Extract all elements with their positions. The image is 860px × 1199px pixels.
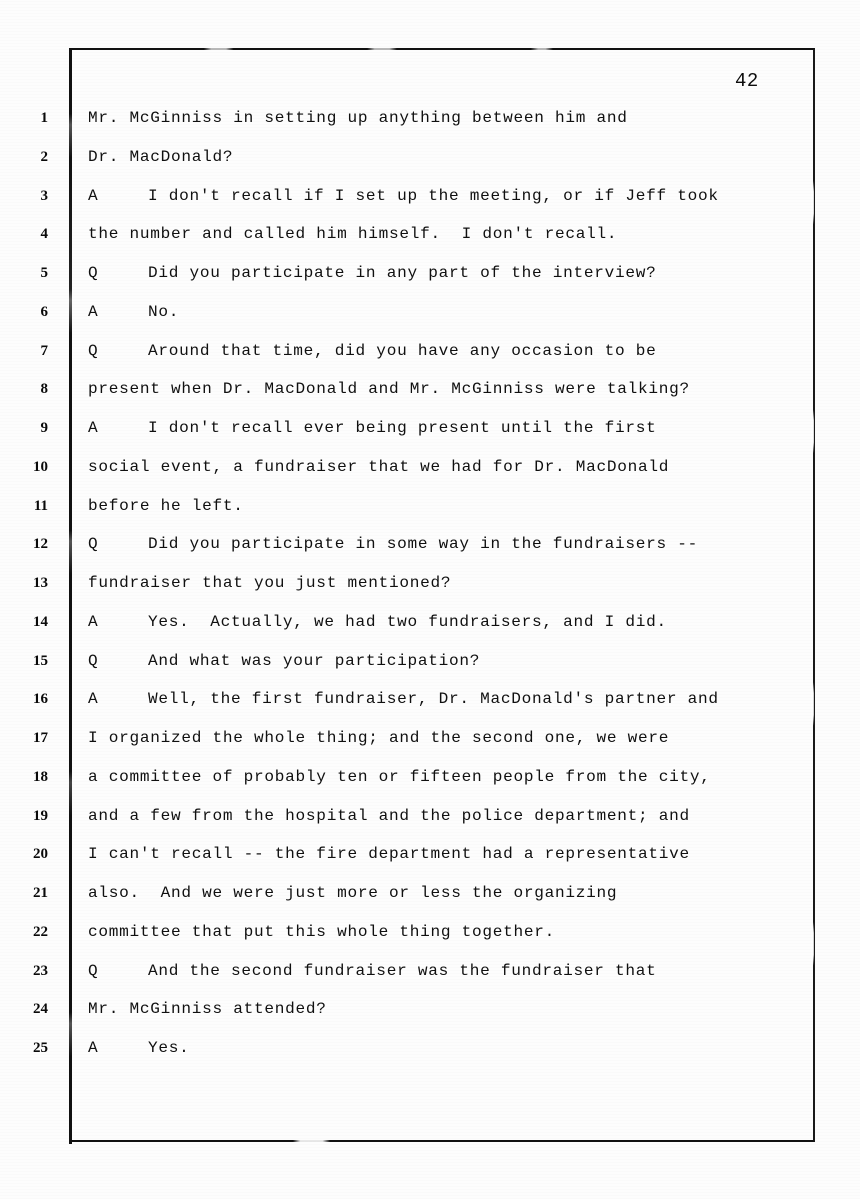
transcript-line: a committee of probably ten or fifteen p… (88, 769, 711, 785)
speaker-tag: A (88, 1039, 99, 1057)
transcript-line: Mr. McGinniss attended? (88, 1001, 327, 1017)
line-number: 4 (40, 226, 49, 243)
transcript-line: A Yes. (88, 1040, 190, 1056)
line-number: 12 (33, 536, 48, 553)
speaker-tag: A (88, 419, 99, 437)
transcript-line: also. And we were just more or less the … (88, 885, 617, 901)
transcript-line-text: and a few from the hospital and the poli… (88, 806, 690, 825)
line-number: 24 (33, 1001, 48, 1018)
transcript-line-text: present when Dr. MacDonald and Mr. McGin… (88, 380, 690, 399)
transcript-line-text: a committee of probably ten or fifteen p… (88, 767, 711, 786)
transcript-line-text: Well, the first fundraiser, Dr. MacDonal… (148, 690, 719, 709)
transcript-body: Mr. McGinniss in setting up anything bet… (88, 48, 818, 1142)
transcript-line-text: And what was your participation? (148, 651, 481, 670)
transcript-line-text: I don't recall if I set up the meeting, … (148, 186, 719, 205)
transcript-line: Dr. MacDonald? (88, 149, 233, 165)
line-number: 2 (40, 148, 49, 165)
transcript-line: fundraiser that you just mentioned? (88, 575, 451, 591)
transcript-line: A Yes. Actually, we had two fundraisers, … (88, 614, 667, 630)
transcript-line: I organized the whole thing; and the sec… (88, 730, 669, 746)
transcript-line-text: I don't recall ever being present until … (148, 419, 657, 437)
line-number: 5 (40, 265, 49, 281)
line-number: 22 (33, 923, 48, 940)
speaker-tag: A (88, 690, 99, 709)
transcript-line: present when Dr. MacDonald and Mr. McGin… (88, 381, 690, 397)
line-number: 9 (40, 420, 49, 436)
transcript-line-text: the number and called him himself. I don… (88, 225, 618, 244)
transcript-line: committee that put this whole thing toge… (88, 924, 555, 940)
transcript-line-text: Mr. McGinniss attended? (88, 1000, 327, 1019)
transcript-line-text: No. (148, 302, 180, 321)
line-number: 3 (40, 187, 49, 204)
line-number: 15 (33, 652, 48, 669)
speaker-tag: A (88, 302, 99, 321)
transcript-line-text: I organized the whole thing; and the sec… (88, 729, 670, 747)
speaker-tag: Q (88, 341, 99, 360)
transcript-line: Mr. McGinniss in setting up anything bet… (88, 110, 628, 126)
page-number: 42 (735, 70, 759, 92)
speaker-tag: Q (88, 535, 99, 554)
line-number: 10 (33, 458, 48, 475)
line-number: 25 (33, 1040, 48, 1056)
transcript-line: the number and called him himself. I don… (88, 226, 617, 242)
line-number: 8 (40, 381, 49, 398)
transcript-line-text: I can't recall -- the fire department ha… (88, 845, 690, 864)
transcript-line-text: Yes. (148, 1039, 190, 1057)
transcript-line-text: before he left. (88, 496, 244, 515)
line-number: 7 (40, 342, 49, 359)
line-number: 23 (33, 962, 48, 979)
transcript-line-text: social event, a fundraiser that we had f… (88, 457, 670, 476)
transcript-line: I can't recall -- the fire department ha… (88, 846, 690, 862)
transcript-line: and a few from the hospital and the poli… (88, 806, 690, 825)
transcript-line-text: Mr. McGinniss in setting up anything bet… (88, 109, 628, 127)
line-number: 11 (33, 497, 48, 514)
speaker-tag: A (88, 186, 99, 205)
transcript-line: A I don't recall if I set up the meeting,… (88, 186, 719, 205)
line-number: 6 (40, 303, 49, 320)
line-number: 20 (33, 846, 48, 863)
transcript-line: Q Did you participate in any part of the … (88, 265, 657, 281)
transcript-line: Q Around that time, did you have any occa… (88, 341, 657, 360)
line-number: 21 (33, 885, 48, 901)
transcript-line: A No. (88, 304, 179, 320)
transcript-line-text: Around that time, did you have any occas… (148, 341, 657, 360)
transcript-line: A I don't recall ever being present until… (88, 420, 657, 436)
transcript-line: social event, a fundraiser that we had f… (88, 459, 669, 475)
transcript-line-text: also. And we were just more or less the … (88, 884, 618, 902)
line-number: 1 (40, 110, 49, 126)
line-number: 14 (33, 613, 48, 630)
transcript-line-text: Did you participate in some way in the f… (148, 535, 699, 554)
transcript-line-text: And the second fundraiser was the fundra… (148, 961, 657, 980)
transcript-line: A Well, the first fundraiser, Dr. MacDona… (88, 691, 719, 707)
line-number: 19 (33, 807, 48, 824)
transcript-line: Q And what was your participation? (88, 651, 481, 670)
transcript-line-text: Dr. MacDonald? (88, 147, 234, 166)
transcript-line-text: Yes. Actually, we had two fundraisers, a… (148, 612, 667, 631)
line-number: 16 (33, 691, 48, 708)
speaker-tag: A (88, 612, 99, 631)
transcript-line: Q And the second fundraiser was the fundr… (88, 961, 657, 980)
transcript-line-text: fundraiser that you just mentioned? (88, 574, 452, 592)
transcript-line: before he left. (88, 496, 244, 515)
line-number: 13 (33, 575, 48, 591)
speaker-tag: Q (88, 264, 99, 282)
line-number: 17 (33, 730, 48, 746)
speaker-tag: Q (88, 961, 99, 980)
transcript-line-text: Did you participate in any part of the i… (148, 264, 657, 282)
line-number: 18 (33, 768, 48, 785)
transcript-line: Q Did you participate in some way in the … (88, 536, 698, 552)
transcript-line-text: committee that put this whole thing toge… (88, 922, 556, 941)
speaker-tag: Q (88, 651, 99, 670)
